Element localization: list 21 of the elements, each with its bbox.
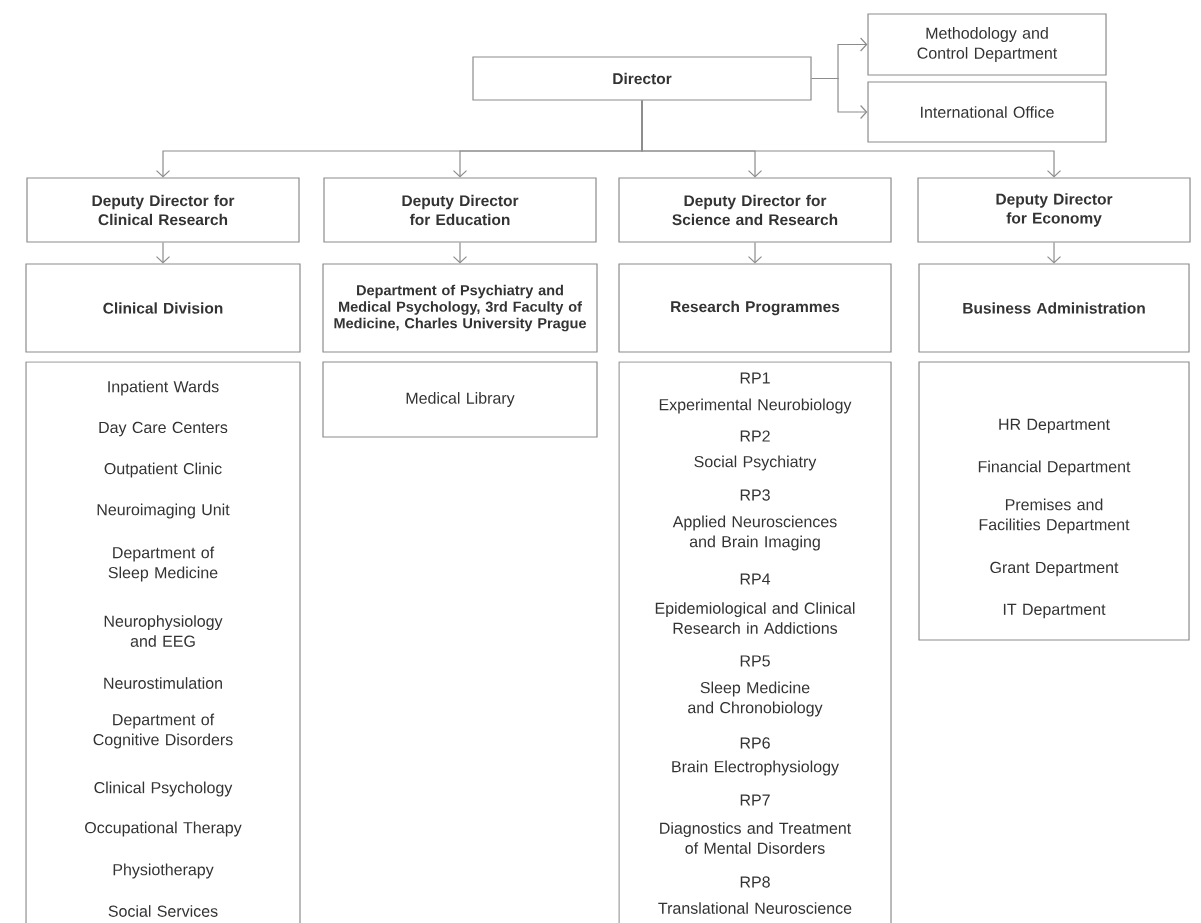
org-box: Business Administration bbox=[918, 263, 1190, 353]
arrow bbox=[747, 242, 763, 264]
arrow bbox=[811, 77, 868, 120]
org-box: Clinical Division bbox=[25, 263, 301, 353]
arrow bbox=[452, 242, 468, 264]
org-box: Department of Psychiatry and Medical Psychology, 3rd Faculty of Medicine, Charles University Prague bbox=[322, 263, 598, 353]
arrow bbox=[1046, 242, 1062, 264]
org-box: Director bbox=[472, 56, 812, 101]
list-box: Inpatient Wards Day Care Centers Outpatient Clinic Neuroimaging Unit Department of Sleep Medicine Neurophysiology and EEG Neurostimulation Department of Cognitive Disorders Clinical Psychology Occupational Therapy Physiotherapy Social Services bbox=[25, 361, 301, 923]
org-box: Deputy Director for Education bbox=[323, 177, 597, 243]
org-box: Deputy Director for Science and Research bbox=[618, 177, 892, 243]
org-box: Research Programmes bbox=[618, 263, 892, 353]
arrow bbox=[641, 100, 1062, 178]
org-box: Deputy Director for Economy bbox=[917, 177, 1191, 243]
org-box: International Office bbox=[867, 81, 1107, 143]
list-box: RP1 Experimental Neurobiology RP2 Social Psychiatry RP3 Applied Neurosciences and Brain Imaging RP4 Epidemiological and Clinical Research in Addictions RP5 Sleep Medicine and Chronobiology RP6 Brain Electrophysiology RP7 Diagnostics and Treatment of Mental Disorders RP8 Translational Neuroscience bbox=[618, 361, 892, 923]
org-box: Methodology and Control Department bbox=[867, 13, 1107, 76]
org-box: Deputy Director for Clinical Research bbox=[26, 177, 300, 243]
org-box: Medical Library bbox=[322, 361, 598, 438]
list-box: HR Department Financial Department Premises and Facilities Department Grant Department IT Department bbox=[918, 361, 1190, 641]
arrow bbox=[155, 242, 171, 264]
